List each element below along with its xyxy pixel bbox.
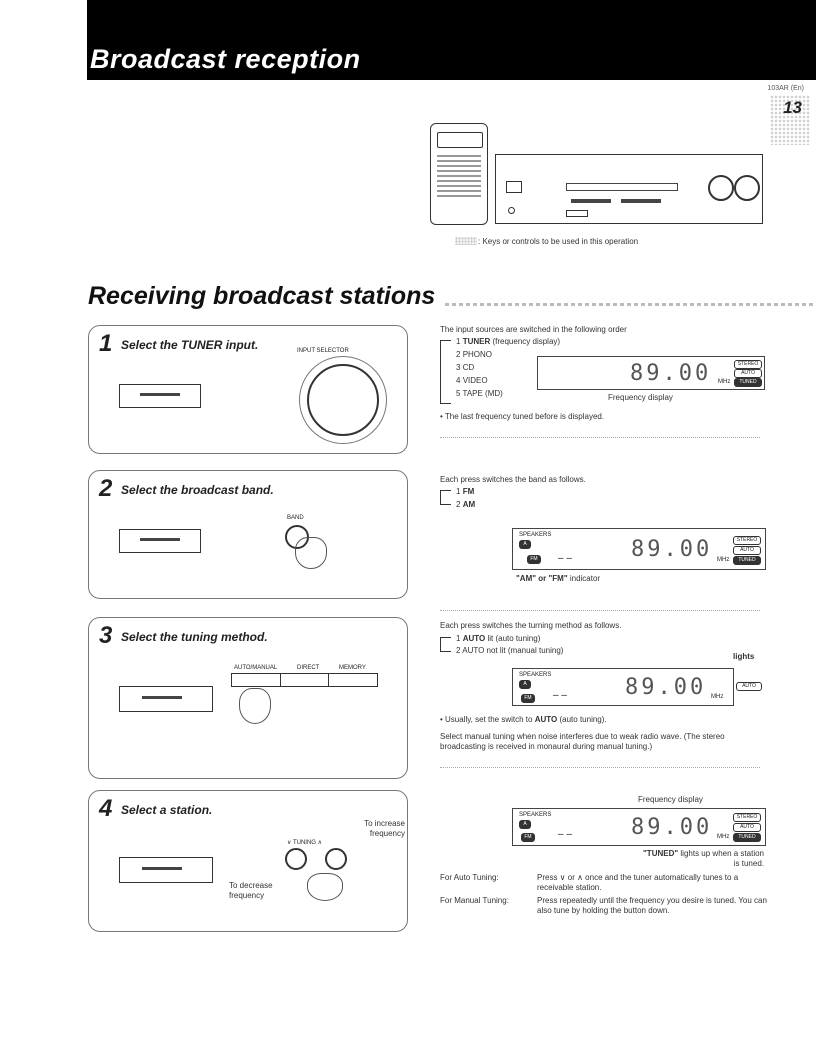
step-3-frequency-display: SPEAKERS A FM – – 89.00 MHz [512, 668, 734, 706]
remote-control-illustration [430, 123, 488, 225]
input-selector-label: INPUT SELECTOR [297, 348, 349, 354]
input-selector-knob[interactable] [307, 364, 379, 436]
amp-mini-illustration [119, 384, 201, 408]
model-code: 103AR (En) [767, 85, 804, 92]
increase-frequency-label: To increase frequency [364, 819, 405, 838]
step-2-frequency-display: SPEAKERS A FM – – 89.00 MHz STEREO AUTO … [512, 528, 766, 570]
auto-manual-button[interactable] [232, 674, 281, 686]
page-header-title: Broadcast reception [90, 44, 361, 74]
manual-tuning-label: For Manual Tuning: [440, 896, 509, 905]
method-item-2: 2 AUTO not lit (manual tuning) [456, 646, 564, 655]
band-label: BAND [287, 515, 304, 521]
amplifier-front-illustration [495, 154, 763, 224]
step-3-intro: Each press switches the turning method a… [440, 621, 622, 630]
step-2-number: 2 [99, 475, 113, 502]
step-3-note: • Usually, set the switch to AUTO (auto … [440, 715, 607, 724]
step-1-caption: Frequency display [608, 393, 673, 402]
order-item-4: 4 VIDEO [456, 376, 488, 385]
step-1-label: Select the TUNER input. [121, 338, 259, 352]
auto-manual-label: AUTO/MANUAL [234, 665, 278, 671]
direct-button[interactable] [281, 674, 330, 686]
step-1-note: • The last frequency tuned before is dis… [440, 412, 605, 421]
tuning-down-button[interactable] [285, 848, 307, 870]
page-corner-texture [770, 95, 810, 145]
step-4-frequency-display: SPEAKERS A FM – – 89.00 MHz STEREO AUTO … [512, 808, 766, 846]
step-4-number: 4 [99, 795, 113, 822]
section-title: Receiving broadcast stations [88, 282, 436, 310]
tuned-callout: "TUNED" lights up when a station is tune… [643, 849, 764, 868]
manual-tuning-text: Press repeatedly until the frequency you… [537, 896, 767, 915]
legend-text: : Keys or controls to be used in this op… [478, 237, 639, 246]
up-arrow-icon: ∧ [317, 840, 323, 846]
step-2-label: Select the broadcast band. [121, 483, 274, 497]
step-1-frequency-display: 89.00 MHz STEREO AUTO TUNED [537, 356, 765, 390]
lights-callout: lights [733, 652, 755, 661]
tuning-up-button[interactable] [325, 848, 347, 870]
down-arrow-icon: ∨ [287, 840, 292, 846]
auto-tuning-label: For Auto Tuning: [440, 873, 499, 882]
step-4-label: Select a station. [121, 803, 213, 817]
step-1-intro: The input sources are switched in the fo… [440, 325, 627, 334]
order-item-5: 5 TAPE (MD) [456, 389, 503, 398]
order-item-2: 2 PHONO [456, 350, 493, 359]
header-bar [87, 0, 816, 80]
legend-shade-swatch [455, 237, 477, 245]
auto-indicator-lit: AUTO [736, 682, 762, 691]
auto-tuning-text: Press ∨ or ∧ once and the tuner automati… [537, 873, 739, 892]
step-2-intro: Each press switches the band as follows. [440, 475, 586, 484]
step-2-caption: "AM" or "FM" indicator [516, 574, 601, 583]
step-2-panel: 2 Select the broadcast band. BAND [88, 470, 408, 599]
step-4-panel: 4 Select a station. To increase frequenc… [88, 790, 408, 932]
direct-label: DIRECT [297, 665, 320, 671]
step-3-panel: 3 Select the tuning method. AUTO/MANUAL … [88, 617, 408, 779]
title-rule [445, 303, 815, 306]
order-item-1: 1 TUNER (frequency display) [456, 337, 561, 346]
page-number: 13 [783, 98, 802, 117]
band-item-2: 2 AM [456, 500, 476, 509]
step-3-label: Select the tuning method. [121, 630, 268, 644]
step-1-panel: 1 Select the TUNER input. INPUT SELECTOR [88, 325, 408, 454]
step-3-number: 3 [99, 622, 113, 649]
band-item-1: 1 FM [456, 487, 475, 496]
step-4-caption: Frequency display [638, 795, 703, 804]
step-1-number: 1 [99, 330, 113, 357]
tuning-label: TUNING [292, 840, 316, 846]
memory-label: MEMORY [339, 665, 366, 671]
memory-button[interactable] [329, 674, 377, 686]
method-item-1: 1 AUTO lit (auto tuning) [456, 634, 541, 643]
order-item-3: 3 CD [456, 363, 475, 372]
decrease-frequency-label: To decrease frequency [229, 881, 273, 900]
step-3-paragraph: Select manual tuning when noise interfer… [440, 732, 725, 751]
